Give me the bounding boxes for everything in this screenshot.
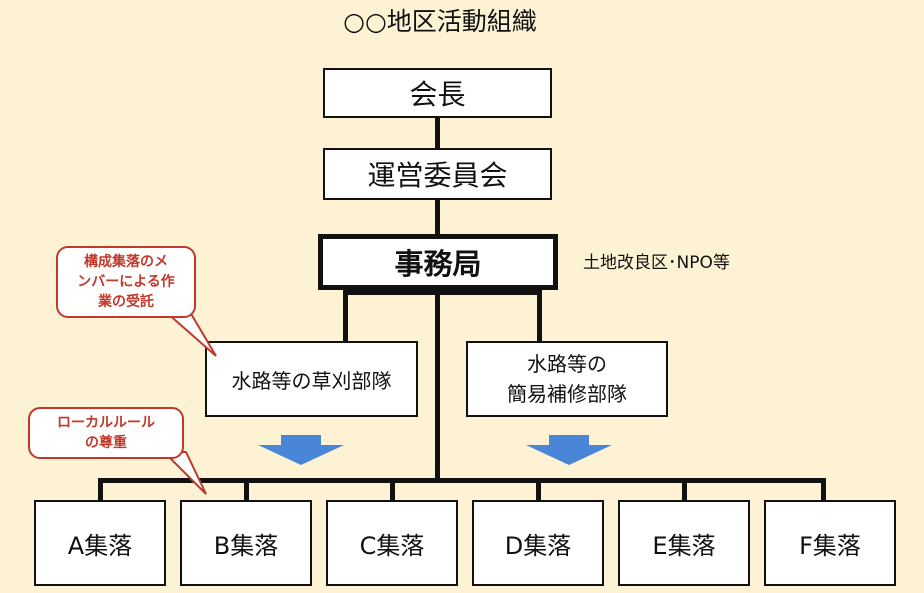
village-bus — [98, 478, 826, 483]
mowing-team-box: 水路等の草刈部隊 — [205, 341, 418, 417]
callout-local-rules-line2: の尊重 — [85, 435, 127, 451]
callout-members-line1: 構成集落のメ — [84, 254, 168, 270]
branch-horizontal — [343, 290, 542, 295]
callout-members-line3: 業の受託 — [98, 294, 154, 310]
branch-left-drop — [343, 290, 348, 342]
village-b-label: B集落 — [213, 531, 279, 560]
secretariat-label: 事務局 — [394, 247, 482, 281]
village-drop-a — [98, 478, 103, 500]
village-drop-e — [682, 478, 687, 500]
chairman-box: 会長 — [323, 68, 552, 118]
down-arrow-right-shape — [526, 435, 612, 465]
diagram-title: ○○地区活動組織 — [343, 7, 537, 36]
village-drop-d — [536, 478, 541, 500]
committee-box: 運営委員会 — [323, 148, 552, 200]
callout-members: 構成集落のメ ンバーによる作 業の受託 — [56, 246, 196, 318]
committee-label: 運営委員会 — [367, 159, 508, 192]
village-drop-b — [244, 478, 249, 500]
village-d-label: D集落 — [504, 531, 572, 560]
secretariat-box: 事務局 — [318, 234, 558, 290]
secretariat-note: 土地改良区･NPO等 — [583, 253, 730, 273]
repair-team-box: 水路等の 簡易補修部隊 — [466, 341, 668, 417]
callout-members-tail-shape — [163, 311, 217, 357]
village-b-box: B集落 — [180, 500, 312, 586]
down-arrow-left-shape — [258, 435, 344, 465]
village-f-box: F集落 — [764, 500, 896, 586]
village-a-box: A集落 — [34, 500, 166, 586]
connector-chairman-committee — [435, 118, 440, 148]
callout-rules-tail — [161, 451, 207, 495]
mowing-team-label: 水路等の草刈部隊 — [231, 368, 392, 393]
village-c-label: C集落 — [359, 531, 425, 560]
repair-team-label-line2: 簡易補修部隊 — [507, 382, 627, 406]
village-d-box: D集落 — [472, 500, 604, 586]
callout-members-line2: ンバーによる作 — [77, 274, 175, 290]
village-e-label: E集落 — [652, 531, 716, 560]
connector-secretariat-villages — [435, 286, 440, 482]
village-drop-f — [821, 478, 826, 500]
callout-local-rules-line1: ローカルルール — [57, 415, 155, 431]
village-drop-c — [390, 478, 395, 500]
repair-team-label-line1: 水路等の — [527, 352, 607, 376]
callout-local-rules: ローカルルール の尊重 — [28, 407, 184, 459]
village-c-box: C集落 — [326, 500, 458, 586]
village-f-label: F集落 — [799, 531, 861, 560]
village-e-box: E集落 — [618, 500, 750, 586]
down-arrow-left — [258, 435, 344, 465]
down-arrow-right — [526, 435, 612, 465]
callout-members-tail — [163, 311, 217, 357]
village-a-label: A集落 — [67, 531, 133, 560]
connector-committee-secretariat — [435, 200, 440, 234]
chairman-label: 会長 — [409, 78, 466, 111]
branch-right-drop — [537, 290, 542, 342]
